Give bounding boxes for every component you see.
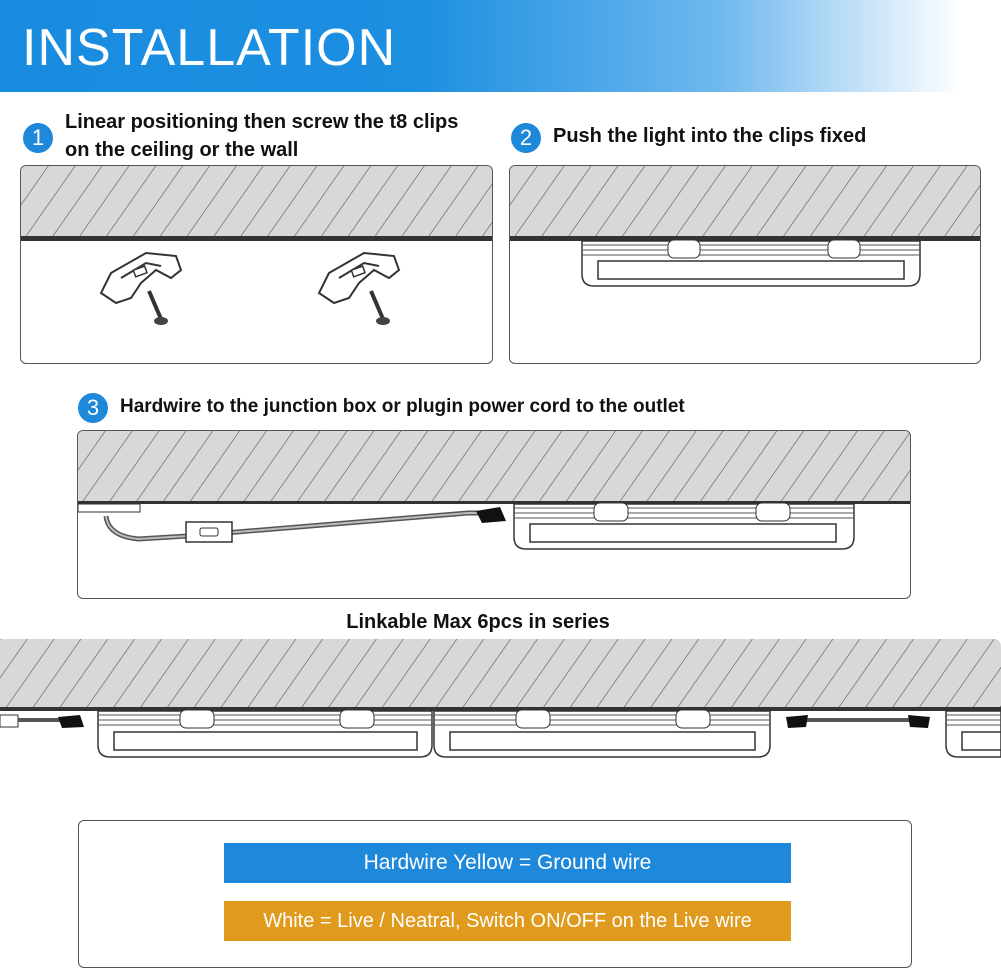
step-2-badge: 2	[511, 123, 541, 153]
connector-icon	[786, 715, 808, 728]
step-1-panel	[20, 165, 493, 364]
switch-icon	[0, 714, 19, 728]
ceiling-hatch	[510, 166, 980, 238]
header-background	[0, 0, 1001, 92]
ceiling-hatch	[21, 166, 492, 238]
ceiling-edge	[510, 236, 980, 241]
header-banner: INSTALLATION	[0, 0, 1001, 92]
tube-light-icon	[581, 239, 921, 287]
screw-icon	[369, 290, 390, 325]
series-label: Linkable Max 6pcs in series	[346, 611, 610, 633]
ceiling-hatch	[78, 431, 910, 503]
series-illustration	[0, 639, 1001, 758]
legend-ground-wire: Hardwire Yellow = Ground wire	[224, 843, 791, 883]
step-1-badge: 1	[23, 123, 53, 153]
junction-box-icon	[78, 503, 141, 513]
step-3-badge: 3	[78, 393, 108, 423]
step-2-illustration	[510, 166, 980, 287]
clip-icon	[317, 251, 401, 305]
step-2-text: Push the light into the clips fixed	[553, 125, 867, 147]
tube-light-icon	[945, 710, 1001, 758]
wiring-legend: Hardwire Yellow = Ground wire White = Li…	[78, 820, 912, 968]
ceiling-edge	[0, 707, 1001, 711]
tube-light-icon	[513, 502, 855, 550]
page-title: INSTALLATION	[22, 19, 397, 77]
ceiling-hatch	[0, 639, 1001, 709]
tube-light-icon	[433, 709, 771, 758]
step-3-panel	[77, 430, 911, 599]
tube-light-icon	[97, 709, 433, 758]
step-1-text: Linear positioning then screw the t8 cli…	[65, 111, 459, 161]
screw-icon	[147, 290, 168, 325]
step-1-illustration	[21, 166, 492, 325]
step-3-text: Hardwire to the junction box or plugin p…	[120, 396, 685, 417]
step-2-panel	[509, 165, 981, 364]
ceiling-edge	[21, 236, 492, 241]
step-3-illustration	[78, 431, 910, 550]
connector-icon	[476, 507, 506, 523]
ceiling-edge	[78, 501, 910, 504]
clip-icon	[99, 251, 183, 305]
legend-live-wire: White = Live / Neatral, Switch ON/OFF on…	[224, 901, 791, 941]
connector-icon	[58, 715, 84, 728]
connector-icon	[908, 715, 930, 728]
